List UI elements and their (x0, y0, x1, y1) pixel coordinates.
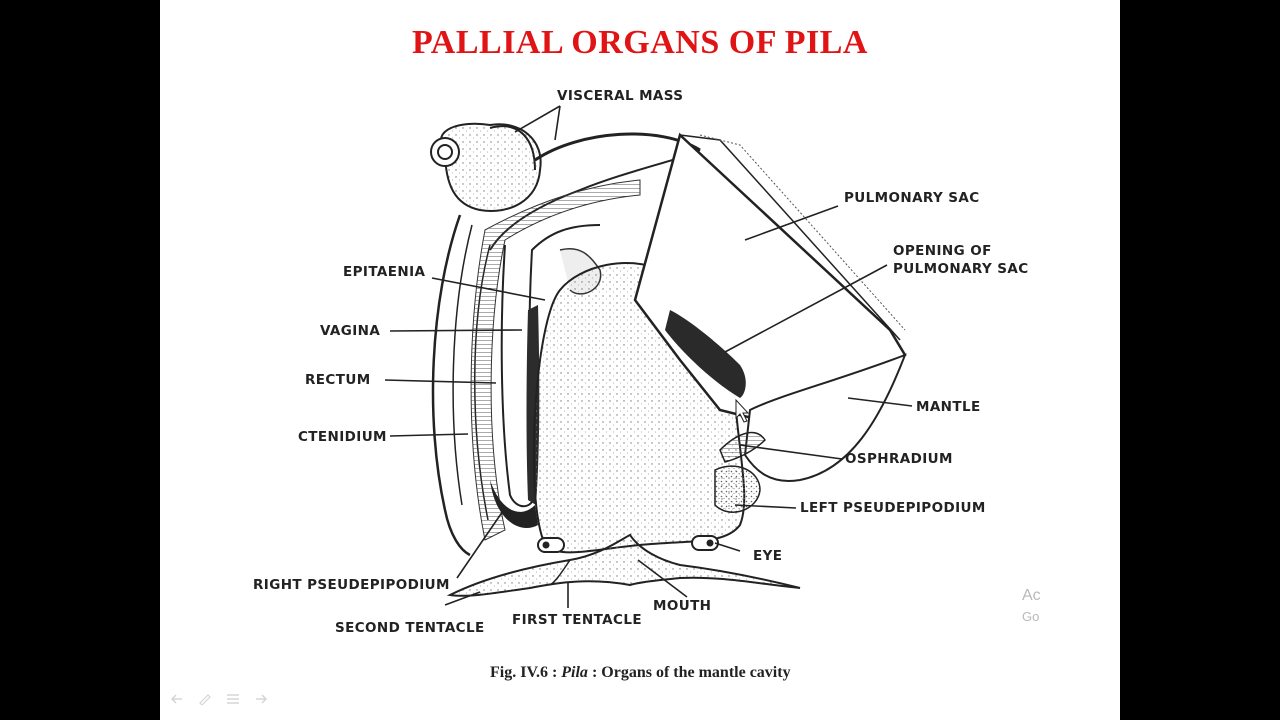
label-opening-1: OPENING OF (893, 243, 992, 259)
caption-prefix: Fig. IV.6 : (490, 664, 562, 681)
pulmonary-opening (665, 310, 746, 398)
caption-genus: Pila (561, 664, 588, 681)
leader-lines (384, 105, 913, 608)
label-mantle: MANTLE (916, 399, 981, 415)
label-first-tentacle: FIRST TENTACLE (512, 612, 642, 628)
mouse-cursor (735, 398, 750, 423)
label-visceral-mass: VISCERAL MASS (557, 88, 684, 104)
eye-right (537, 537, 565, 553)
left-pseudepipodium (714, 465, 761, 513)
watermark-line-2: Go (1022, 609, 1040, 624)
label-epitaenia: EPITAENIA (343, 264, 426, 280)
label-second-tentacle: SECOND TENTACLE (335, 620, 485, 636)
label-rectum: RECTUM (305, 372, 371, 388)
figure-caption: Fig. IV.6 : Pila : Organs of the mantle … (490, 664, 791, 682)
label-opening-2: PULMONARY SAC (893, 261, 1029, 277)
label-mouth: MOUTH (653, 598, 712, 614)
label-ctenidium: CTENIDIUM (298, 429, 387, 445)
label-osphradium: OSPHRADIUM (845, 451, 953, 467)
next-arrow-icon[interactable] (254, 692, 268, 704)
slide-title: PALLIAL ORGANS OF PILA (412, 24, 868, 61)
label-vagina: VAGINA (320, 323, 381, 339)
head (446, 533, 801, 597)
pen-icon[interactable] (198, 692, 212, 706)
activation-watermark: Ac Go (1022, 585, 1041, 627)
label-pulmonary-sac: PULMONARY SAC (844, 190, 980, 206)
slide: PALLIAL ORGANS OF PILA (160, 0, 1120, 720)
label-right-pseudepipodium: RIGHT PSEUDEPIPODIUM (253, 577, 450, 593)
osphradium (719, 431, 766, 463)
watermark-line-1: Ac (1022, 587, 1041, 604)
previous-arrow-icon[interactable] (170, 692, 184, 704)
label-eye: EYE (753, 548, 783, 564)
slideshow-toolbar (170, 692, 268, 706)
mantle (743, 353, 907, 482)
label-left-pseudepipodium: LEFT PSEUDEPIPODIUM (800, 500, 986, 516)
menu-icon[interactable] (226, 692, 240, 704)
eye-left (691, 535, 719, 551)
pila-mantle-cavity-diagram (384, 105, 913, 608)
ctenidium (470, 179, 641, 541)
caption-suffix: : Organs of the mantle cavity (587, 664, 791, 681)
